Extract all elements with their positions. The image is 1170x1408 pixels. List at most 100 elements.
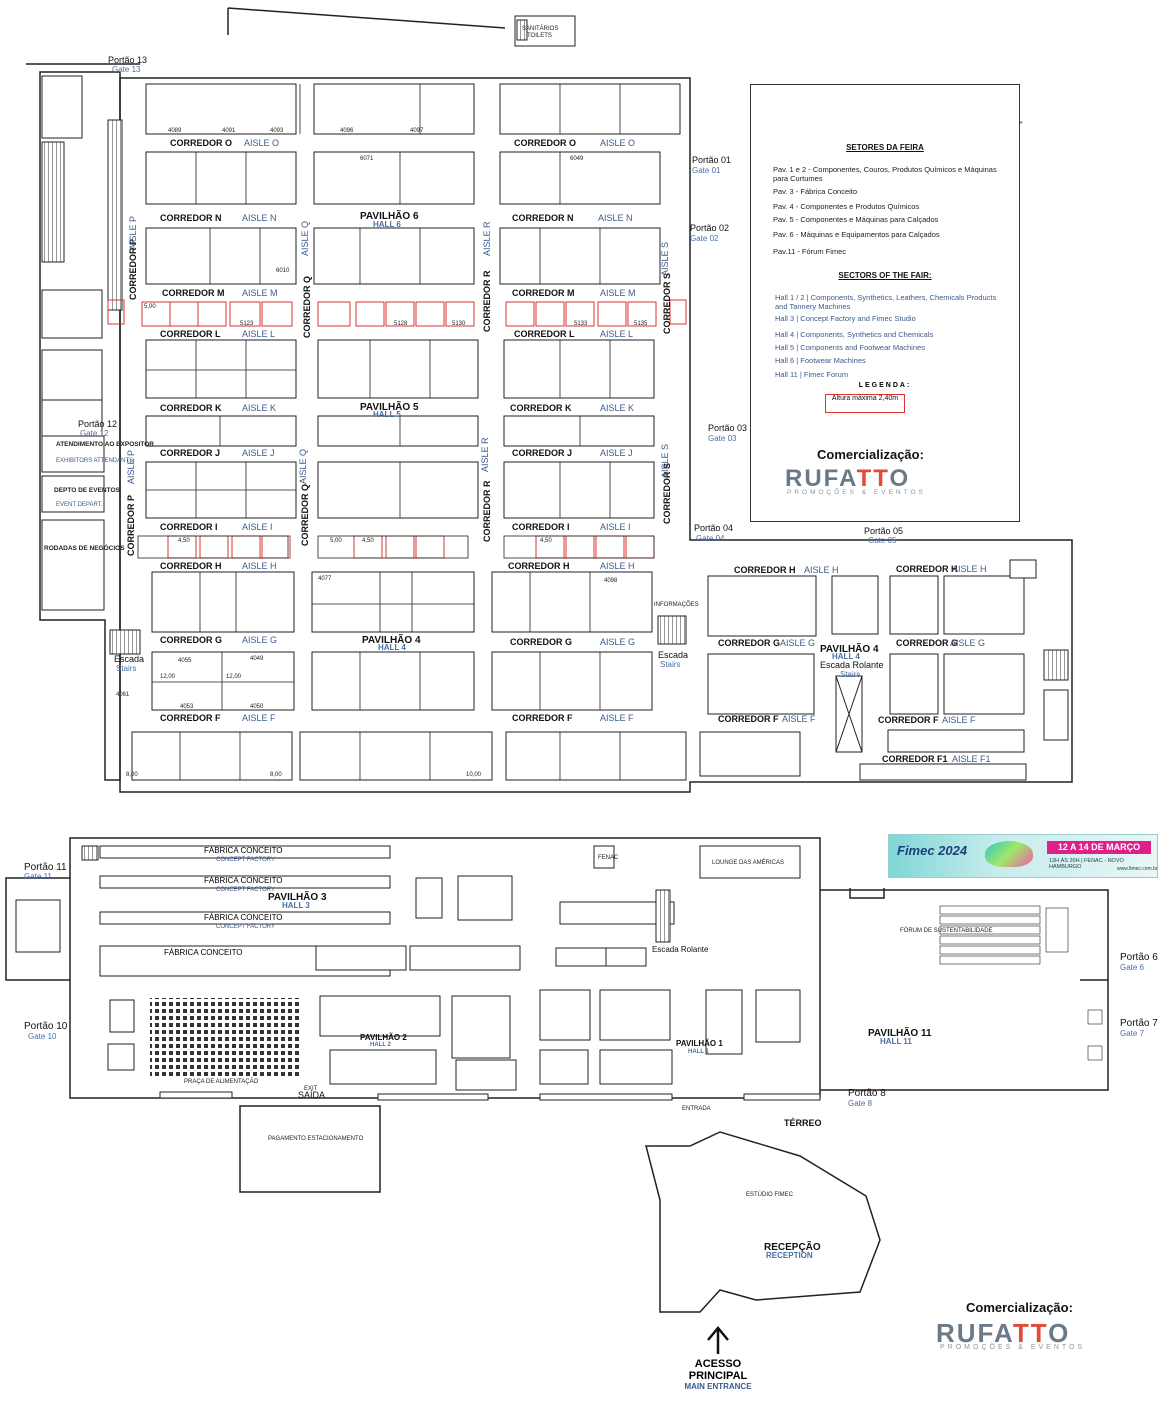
aisle-r-pt-top: CORREDOR R	[482, 270, 492, 332]
legend-item-pt-4: Pav. 5 - Componentes e Máquinas para Cal…	[773, 215, 939, 224]
legend-item-en-5: Hall 6 | Footwear Machines	[775, 356, 866, 365]
gate-01-pt: Portão 01	[692, 155, 731, 165]
exhibitor-service-label: ATENDIMENTO AO EXPOSITOR	[56, 441, 154, 448]
booth-5130: 5130	[452, 321, 466, 327]
legend-item-pt-2: Pav. 3 - Fábrica Conceito	[773, 187, 858, 196]
info-label: INFORMAÇÕES	[654, 601, 699, 608]
booth-5123: 5123	[240, 321, 254, 327]
aisle-g-pt-mid: CORREDOR G	[510, 637, 572, 647]
row-i-booths	[137, 535, 655, 559]
aisle-o-en-right: AISLE O	[600, 138, 635, 148]
aisle-l-pt-right: CORREDOR L	[514, 329, 575, 339]
aisle-k-en-left: AISLE K	[242, 403, 276, 413]
aisle-l-pt-left: CORREDOR L	[160, 329, 221, 339]
gate-11-pt: Portão 11	[24, 862, 67, 873]
banner-site-2: www.fimec.com.br	[1117, 866, 1158, 872]
studio-label: ESTÚDIO FIMEC	[746, 1191, 794, 1198]
legend-item-en-6: Hall 11 | Fimec Forum	[775, 370, 849, 379]
hall-6-booth-lines	[195, 84, 621, 284]
aisle-p-en-top: AISLE P	[128, 216, 138, 250]
booth-4055: 4055	[178, 658, 192, 664]
legend-title-pt: SETORES DA FEIRA	[846, 143, 924, 152]
aisle-h-en-east: AISLE H	[804, 565, 839, 575]
booth-4097: 4097	[410, 128, 424, 134]
hall-3-en: HALL 3	[282, 901, 310, 910]
booth-5135: 5135	[634, 321, 648, 327]
access-pt-2: PRINCIPAL	[688, 1370, 748, 1382]
aisle-f-en-left: AISLE F	[242, 713, 276, 723]
hall-4-pt-east: PAVILHÃO 4	[820, 642, 879, 655]
dim-450-b: 4,50	[362, 538, 374, 544]
concept-factory-4: FÁBRICA CONCEITO	[164, 948, 243, 957]
gate-05-en: Gate 05	[868, 536, 897, 545]
aisle-s-en-bottom: AISLE S	[660, 444, 670, 478]
exhibitor-service-en: EXHIBITORS ATTENDANTS	[56, 458, 133, 464]
booth-4096: 4096	[340, 128, 354, 134]
logo-part-b: TT	[856, 465, 890, 492]
stairs-left-en: Stairs	[116, 664, 136, 673]
west-annex	[41, 75, 141, 653]
legend-item-pt-5: Pav. 6 - Máquinas e Equipamentos para Ca…	[773, 230, 940, 239]
gate-12-pt: Portão 12	[78, 419, 117, 429]
aisle-l-en-right: AISLE L	[600, 329, 633, 339]
aisle-h-en-left: AISLE H	[242, 561, 277, 571]
gate-labels: Portão 13 Gate 13 Portão 01 Gate 01 Port…	[24, 55, 1158, 1108]
aisle-h-pt-left: CORREDOR H	[160, 561, 222, 571]
aisle-o-en-left: AISLE O	[244, 138, 279, 148]
gate-02-en: Gate 02	[690, 234, 719, 243]
aisle-m-pt-right: CORREDOR M	[512, 288, 575, 298]
aisle-p-en-bottom: AISLE P	[126, 450, 136, 484]
aisle-n-en-left: AISLE N	[242, 213, 277, 223]
hall-labels: PAVILHÃO 6 HALL 6 PAVILHÃO 5 HALL 5 PAVI…	[268, 209, 932, 1055]
fenac-label: FENAC	[598, 855, 619, 861]
gate-6-en: Gate 6	[1120, 963, 1145, 972]
hall-11-pt: PAVILHÃO 11	[868, 1026, 932, 1039]
banner-date-2: 12 A 14 DE MARÇO	[1047, 841, 1151, 854]
business-rounds-label: RODADAS DE NEGÓCIOS	[44, 543, 125, 552]
aisle-o-pt-right: CORREDOR O	[514, 138, 576, 148]
logo-part-c-bottom: O	[1048, 1318, 1071, 1348]
hall-1-2-blocks	[107, 845, 821, 1101]
access-pt-1: ACESSO	[694, 1358, 742, 1370]
aisle-f-pt-east: CORREDOR F	[718, 714, 779, 724]
gate-02-pt: Portão 02	[690, 223, 729, 233]
aisle-g-pt-far: CORREDOR G	[896, 638, 958, 648]
dim-500-a: 5,00	[144, 304, 156, 310]
reception-en: RECEPTION	[766, 1251, 813, 1260]
aisle-f-pt-mid: CORREDOR F	[512, 713, 573, 723]
events-dept-en: EVENT DEPART.	[56, 502, 103, 508]
aisle-s-en-top: AISLE S	[660, 242, 670, 276]
red-booths-row-l	[107, 299, 687, 327]
booth-4077: 4077	[318, 576, 332, 582]
aisle-f-pt-left: CORREDOR F	[160, 713, 221, 723]
food-court-tables	[150, 998, 300, 1078]
stairs-left-label: Escada	[114, 654, 144, 664]
aisle-g-en-mid: AISLE G	[600, 637, 635, 647]
hall-2-pt: PAVILHÃO 2	[360, 1033, 407, 1042]
aisle-g-en-far: AISLE G	[950, 638, 985, 648]
exit-en: EXIT	[304, 1086, 318, 1092]
gate-7-pt: Portão 7	[1120, 1018, 1158, 1029]
aisle-k-pt-right: CORREDOR K	[510, 403, 572, 413]
hall-4-blocks	[131, 571, 687, 781]
booth-numbers: 4089 4091 4093 4096 4097 6071 6049 6010 …	[116, 128, 648, 778]
booth-6010: 6010	[276, 268, 290, 274]
legend-title-en: SECTORS OF THE FAIR:	[838, 271, 932, 280]
booth-6071: 6071	[360, 156, 374, 162]
legend-item-en-3: Hall 4 | Components, Synthetics and Chem…	[775, 330, 934, 339]
booth-4098: 4098	[604, 578, 618, 584]
aisle-k-pt-left: CORREDOR K	[160, 403, 222, 413]
main-access: ACESSO PRINCIPAL MAIN ENTRANCE	[668, 1358, 768, 1391]
hall-4-booth-lines	[152, 572, 621, 780]
dim-1200-b: 12,00	[226, 674, 242, 680]
rufatto-logo-bottom: RUFATTO	[936, 1318, 1070, 1349]
aisle-j-en-right: AISLE J	[600, 448, 633, 458]
hall-6-pt: PAVILHÃO 6	[360, 209, 419, 222]
food-court-label: PRAÇA DE ALIMENTAÇÃO	[184, 1078, 259, 1085]
stairs-right-en: Stairs	[660, 660, 680, 669]
aisle-g-pt-east: CORREDOR G	[718, 638, 780, 648]
escalator-cross	[835, 675, 863, 753]
gate-03-pt: Portão 03	[708, 423, 747, 433]
aisle-f1-en: AISLE F1	[952, 754, 991, 764]
